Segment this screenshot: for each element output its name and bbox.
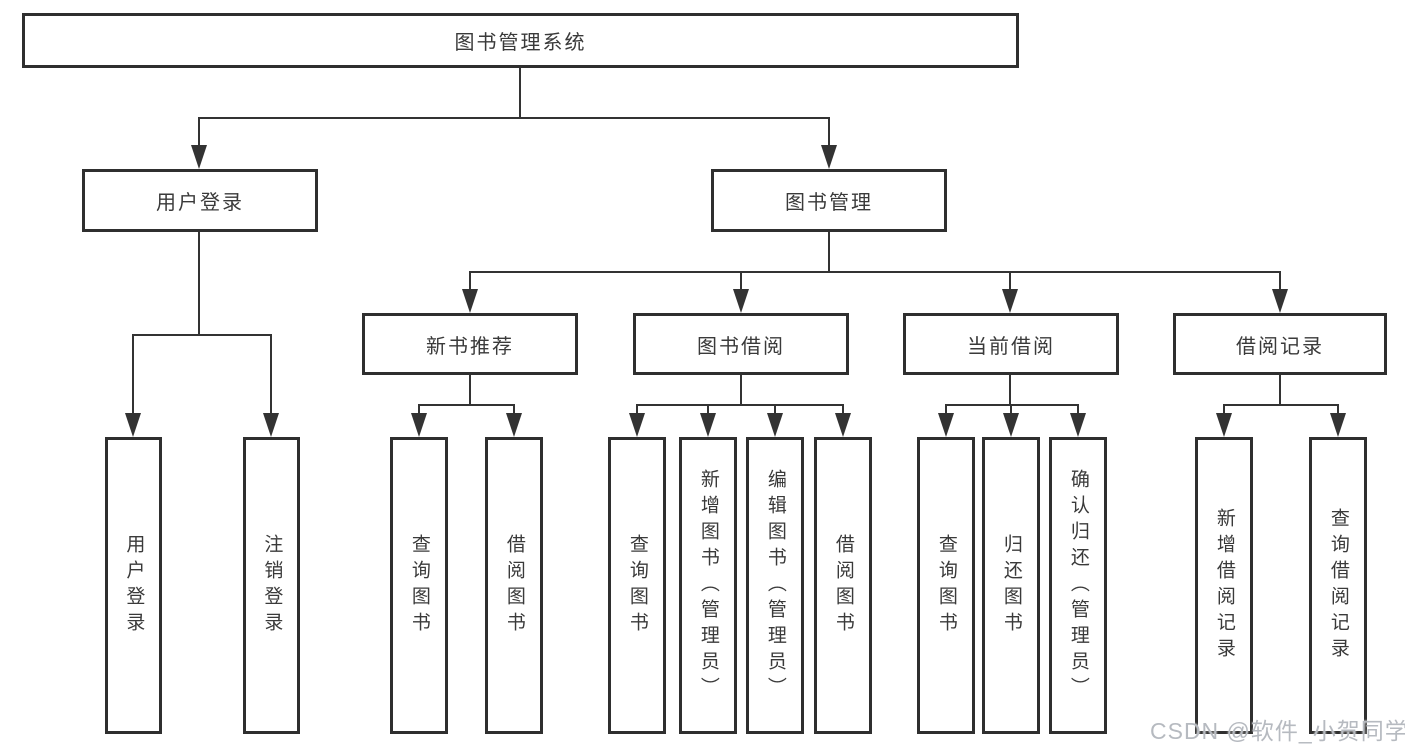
tree-line — [519, 68, 521, 118]
tree-line — [1279, 375, 1281, 405]
arrowhead-down-icon — [1070, 413, 1086, 437]
tree-line — [513, 404, 515, 415]
arrowhead-down-icon — [263, 413, 279, 437]
node-new-book-recommendation: 新书推荐 — [362, 313, 578, 375]
tree-line — [636, 404, 844, 406]
arrowhead-down-icon — [629, 413, 645, 437]
node-book-borrowing: 图书借阅 — [633, 313, 849, 375]
tree-line — [1337, 404, 1339, 415]
leaf-label: 归还图书 — [1000, 533, 1022, 638]
arrowhead-down-icon — [1002, 289, 1018, 313]
tree-line — [1009, 375, 1011, 405]
leaf-borrow-books: 借阅图书 — [814, 437, 872, 734]
node-label: 图书借阅 — [697, 335, 785, 358]
tree-line — [132, 334, 272, 336]
arrowhead-down-icon — [411, 413, 427, 437]
arrowhead-down-icon — [821, 145, 837, 169]
leaf-label: 编辑图书（管理员） — [764, 468, 786, 703]
leaf-add-borrow-record: 新增借阅记录 — [1195, 437, 1253, 734]
leaf-query-books-recommend: 查询图书 — [390, 437, 448, 734]
arrowhead-down-icon — [462, 289, 478, 313]
tree-line — [198, 232, 200, 335]
leaf-user-login: 用户登录 — [105, 437, 162, 734]
tree-line — [740, 271, 742, 291]
node-book-management: 图书管理 — [711, 169, 947, 232]
arrowhead-down-icon — [125, 413, 141, 437]
leaf-label: 查询图书 — [935, 533, 957, 638]
tree-line — [774, 404, 776, 415]
tree-line — [418, 404, 420, 415]
tree-line — [198, 117, 830, 119]
tree-line — [270, 334, 272, 414]
tree-line — [842, 404, 844, 415]
arrowhead-down-icon — [938, 413, 954, 437]
tree-line — [1223, 404, 1339, 406]
leaf-label: 确认归还（管理员） — [1067, 468, 1089, 703]
leaf-label: 查询图书 — [626, 533, 648, 638]
node-label: 新书推荐 — [426, 335, 514, 358]
leaf-label: 查询图书 — [408, 533, 430, 638]
arrowhead-down-icon — [1272, 289, 1288, 313]
tree-line — [198, 117, 200, 149]
tree-line — [1077, 404, 1079, 415]
leaf-label: 查询借阅记录 — [1327, 507, 1349, 664]
node-book-management-label: 图书管理 — [785, 192, 873, 214]
leaf-add-book-admin: 新增图书（管理员） — [679, 437, 737, 734]
node-user-login: 用户登录 — [82, 169, 318, 232]
leaf-label: 用户登录 — [123, 533, 145, 638]
tree-line — [469, 271, 471, 291]
leaf-query-borrow-record: 查询借阅记录 — [1309, 437, 1367, 734]
arrowhead-down-icon — [1216, 413, 1232, 437]
arrowhead-down-icon — [767, 413, 783, 437]
tree-line — [418, 404, 515, 406]
tree-line — [469, 271, 1281, 273]
arrowhead-down-icon — [733, 289, 749, 313]
tree-line — [828, 232, 830, 273]
tree-line — [828, 117, 830, 149]
node-user-login-label: 用户登录 — [156, 192, 244, 214]
leaf-label: 借阅图书 — [832, 533, 854, 638]
leaf-query-books-current: 查询图书 — [917, 437, 975, 734]
leaf-query-books-borrowing: 查询图书 — [608, 437, 666, 734]
tree-line — [740, 375, 742, 405]
arrowhead-down-icon — [700, 413, 716, 437]
tree-line — [132, 334, 134, 414]
leaf-label: 借阅图书 — [503, 533, 525, 638]
leaf-return-books: 归还图书 — [982, 437, 1040, 734]
tree-line — [1010, 404, 1012, 415]
tree-line — [469, 375, 471, 405]
leaf-label: 注销登录 — [261, 533, 283, 638]
csdn-watermark: CSDN @软件_小贺同学 — [1150, 718, 1405, 744]
arrowhead-down-icon — [506, 413, 522, 437]
arrowhead-down-icon — [191, 145, 207, 169]
leaf-edit-book-admin: 编辑图书（管理员） — [746, 437, 804, 734]
leaf-logout: 注销登录 — [243, 437, 300, 734]
tree-line — [1223, 404, 1225, 415]
leaf-confirm-return-admin: 确认归还（管理员） — [1049, 437, 1107, 734]
node-borrowing-records: 借阅记录 — [1173, 313, 1387, 375]
leaf-label: 新增借阅记录 — [1213, 507, 1235, 664]
arrowhead-down-icon — [1330, 413, 1346, 437]
node-label: 借阅记录 — [1236, 335, 1324, 358]
tree-line — [1009, 271, 1011, 291]
arrowhead-down-icon — [1003, 413, 1019, 437]
leaf-borrow-books-recommend: 借阅图书 — [485, 437, 543, 734]
node-current-borrowing: 当前借阅 — [903, 313, 1119, 375]
node-label: 当前借阅 — [967, 335, 1055, 358]
tree-line — [945, 404, 1079, 406]
tree-line — [1279, 271, 1281, 291]
tree-line — [945, 404, 947, 415]
arrowhead-down-icon — [835, 413, 851, 437]
node-root-library-system: 图书管理系统 — [22, 13, 1019, 68]
leaf-label: 新增图书（管理员） — [697, 468, 719, 703]
node-root-label: 图书管理系统 — [454, 32, 587, 54]
tree-line — [636, 404, 638, 415]
tree-line — [707, 404, 709, 415]
